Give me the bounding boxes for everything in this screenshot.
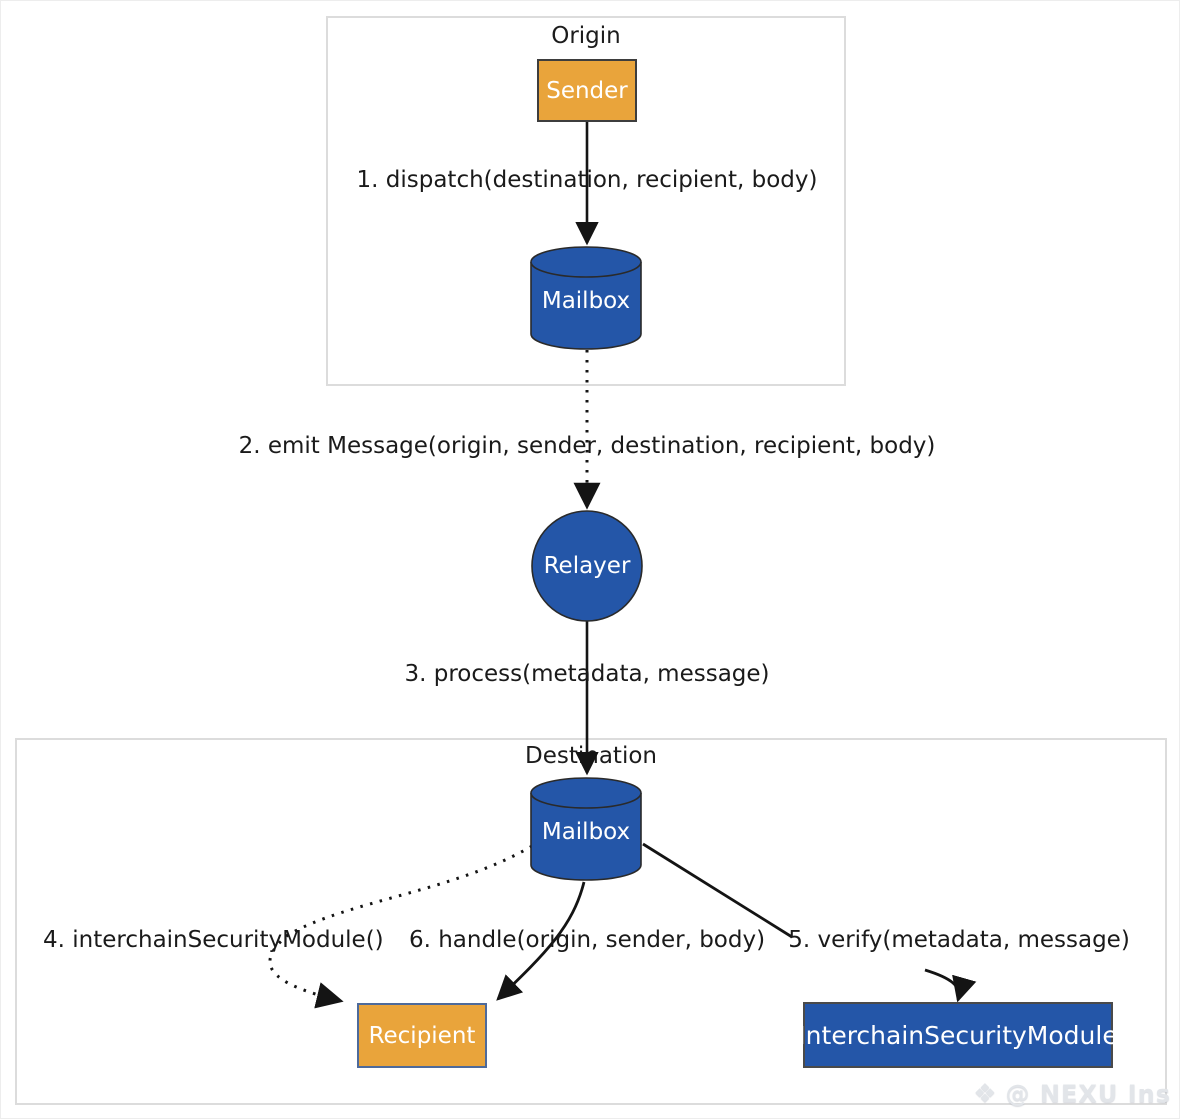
edge-label-process: 3. process(metadata, message): [404, 661, 770, 687]
recipient-node-label: Recipient: [368, 1022, 476, 1049]
edge-label-emit-message: 2. emit Message(origin, sender, destinat…: [238, 433, 936, 459]
edge-label-verify: 5. verify(metadata, message): [788, 927, 1130, 953]
sender-node: Sender: [537, 59, 637, 122]
edge-4-interchain-security-module: [268, 844, 533, 1009]
origin-mailbox-cylinder: [530, 246, 642, 350]
edge-label-interchain-security-module: 4. interchainSecurityModule(): [43, 927, 384, 953]
watermark-text: @ NEXU Ins: [1005, 1080, 1171, 1108]
edge-6-handle: [496, 881, 586, 1001]
edge-5-verify-line: [642, 842, 793, 939]
destination-mailbox-cylinder: [530, 777, 642, 881]
edge-5-verify-arrow: [924, 968, 977, 1003]
diamond-gem-icon: ❖: [973, 1079, 998, 1109]
watermark: ❖ @ NEXU Ins: [973, 1079, 1171, 1109]
sender-node-label: Sender: [546, 77, 628, 104]
edge-label-dispatch: 1. dispatch(destination, recipient, body…: [356, 167, 818, 193]
origin-group-label: Origin: [551, 23, 621, 49]
interchain-security-module-node: InterchainSecurityModule: [798, 1002, 1118, 1068]
relayer-circle: [531, 510, 643, 622]
interchain-security-module-node-label: InterchainSecurityModule: [798, 1020, 1118, 1050]
recipient-node: Recipient: [357, 1003, 487, 1068]
edge-label-handle: 6. handle(origin, sender, body): [408, 927, 766, 953]
